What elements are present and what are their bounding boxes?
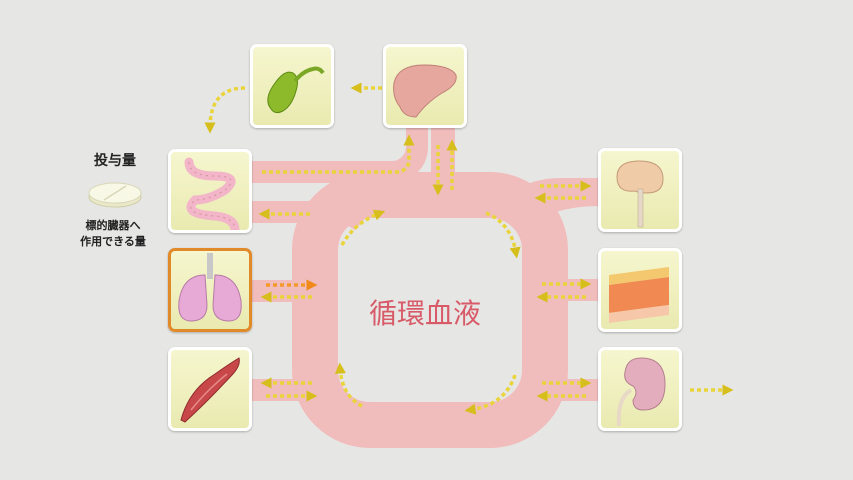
dose-title: 投与量 — [94, 153, 136, 169]
vessel-intestine-ring — [252, 199, 370, 231]
liver-box[interactable] — [383, 44, 467, 128]
brain-icon — [616, 160, 664, 228]
arrow-ring-bottom-right — [464, 374, 517, 415]
intestine-icon — [184, 157, 240, 230]
kidney-box[interactable] — [598, 347, 682, 431]
skin-box[interactable] — [598, 248, 682, 332]
gallbladder-box[interactable] — [250, 44, 334, 128]
liver-icon — [393, 64, 457, 118]
dose-description-line1: 標的臓器へ — [85, 219, 141, 232]
blood-vessels — [252, 122, 603, 448]
vessel-brain — [494, 178, 602, 219]
muscle-icon — [180, 357, 240, 423]
arrow-ring-left-up — [340, 209, 386, 246]
pill-icon — [88, 182, 142, 208]
lung-icon — [178, 253, 242, 322]
circulation-ring — [292, 172, 568, 448]
brain-box[interactable] — [598, 148, 682, 232]
vessel-brain-2 — [513, 190, 603, 233]
muscle-box[interactable] — [168, 347, 252, 431]
intestine-box[interactable] — [168, 149, 252, 233]
vessel-intestine-liver — [252, 122, 428, 183]
arrow-ring-bottom-left — [334, 362, 363, 408]
flow-arrows — [204, 82, 734, 415]
skin-icon — [609, 267, 669, 323]
arrow-gallbladder-to-intestine — [204, 86, 246, 134]
gallbladder-icon — [267, 66, 325, 114]
arrow-intestine-to-liver — [262, 134, 415, 174]
kidney-icon — [616, 357, 666, 427]
circulating-blood-label: 循環血液 — [368, 297, 481, 330]
lung-box[interactable] — [168, 248, 252, 332]
dose-description-line2: 作用できる量 — [80, 235, 146, 248]
